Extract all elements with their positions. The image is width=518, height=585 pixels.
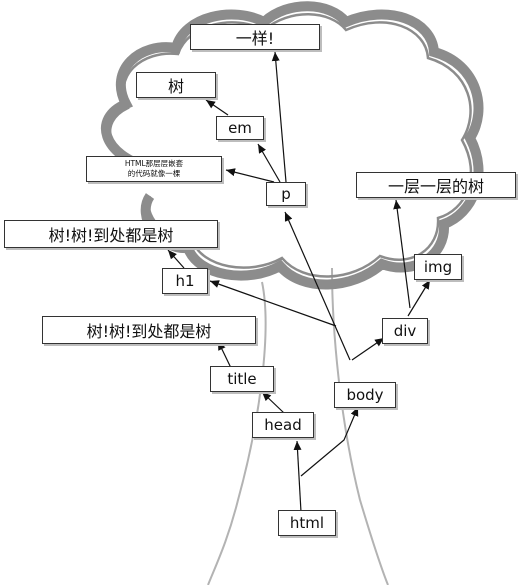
node-title-text: 树!树!到处都是树 xyxy=(42,316,256,344)
node-body: body xyxy=(334,382,396,408)
edge-p-yiyang xyxy=(271,51,287,183)
edge-div-img xyxy=(407,279,431,317)
tree-trunk xyxy=(207,267,389,585)
node-h1: h1 xyxy=(162,268,208,294)
tree-edges xyxy=(167,51,431,513)
edge-p-em xyxy=(257,143,281,183)
edge-head-title xyxy=(261,391,285,414)
node-p: p xyxy=(266,182,306,206)
edge-p-note xyxy=(225,168,275,183)
edge-title-text xyxy=(217,340,232,369)
tree-canopy xyxy=(100,1,484,290)
node-h1-text: 树!树!到处都是树 xyxy=(4,220,218,248)
edge-em-shu xyxy=(205,99,229,116)
node-html: html xyxy=(278,510,336,536)
note-line-2: 的代码就像一棵 xyxy=(127,169,181,178)
node-note: HTML那层层嵌套 的代码就像一棵 xyxy=(86,156,222,182)
edge-div-h1 xyxy=(209,280,337,327)
node-yiceng: 一层一层的树 xyxy=(356,172,516,198)
node-img: img xyxy=(414,254,462,280)
node-title: title xyxy=(210,366,274,392)
node-em: em xyxy=(216,116,264,140)
edge-html-body xyxy=(300,406,359,477)
edge-body-p xyxy=(284,211,351,361)
edge-img-text xyxy=(393,199,411,309)
node-yiyang: 一样! xyxy=(190,24,320,50)
node-shu: 树 xyxy=(136,72,216,98)
edge-body-div xyxy=(348,344,382,383)
edge-body-div xyxy=(351,337,385,361)
node-div: div xyxy=(382,318,428,344)
edge-h1-text xyxy=(167,249,185,269)
edge-html-head xyxy=(293,440,302,513)
node-head: head xyxy=(252,412,314,438)
note-line-1: HTML那层层嵌套 xyxy=(124,159,184,168)
